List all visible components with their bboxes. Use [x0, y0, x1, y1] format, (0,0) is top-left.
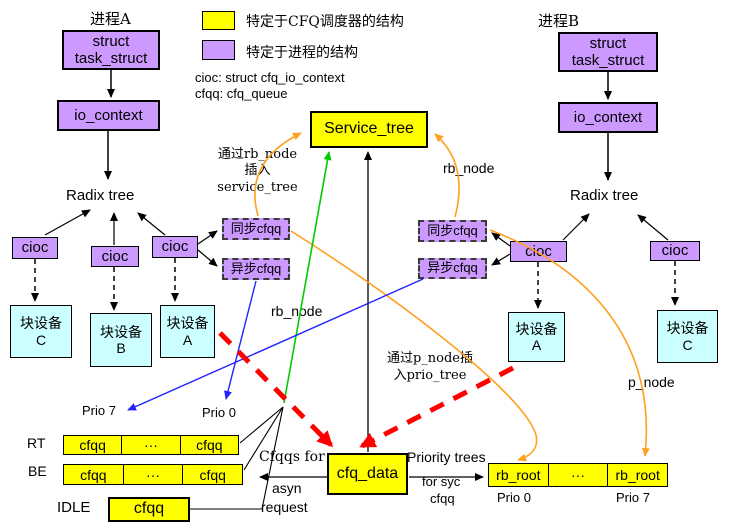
- process-b-title: 进程B: [538, 12, 580, 30]
- orange-sync-left-to-rbroot-prio0: [290, 230, 538, 462]
- blue-async-left-to-prio0: [224, 280, 257, 400]
- legend-yellow-swatch: [202, 11, 235, 30]
- legend-yellow-label: 特定于CFQ调度器的结构: [246, 14, 404, 30]
- sync-cfqq-box-left: 同步cfqq: [222, 218, 290, 240]
- async-cfqq-box-left: 异步cfqq: [222, 258, 290, 280]
- be-cell: cfqq: [199, 466, 226, 483]
- be-row: cfqq ··· cfqq: [63, 464, 243, 485]
- prio7-label-right: Prio 7: [616, 490, 650, 505]
- cioc-box-a2: cioc: [91, 246, 139, 267]
- legend-abbr-cioc: cioc: struct cfq_io_context: [195, 70, 345, 85]
- sync-cfqq-box-right: 同步cfqq: [418, 220, 487, 242]
- rt-label: RT: [27, 435, 46, 451]
- cioc-box-b1: cioc: [510, 241, 567, 262]
- prio0-label-left: Prio 0: [202, 405, 236, 420]
- cioc-box-a1: cioc: [12, 237, 58, 259]
- arrow-ciocb1-to-radix-b: [562, 213, 590, 241]
- arrow-ciocb2-to-radix-b: [637, 214, 669, 241]
- io-context-box-a: io_context: [57, 100, 160, 131]
- rt-cell-dots: ···: [122, 436, 181, 454]
- rt-row: cfqq ··· cfqq: [63, 435, 239, 455]
- radix-tree-label-a: Radix tree: [66, 187, 135, 204]
- annotation-rb-node-right: rb_node: [443, 160, 495, 176]
- annotation-asyn: asyn: [272, 480, 302, 496]
- annotation-p-node: p_node: [628, 374, 675, 390]
- be-cell-dots: ···: [124, 465, 184, 484]
- annotation-for-syc: for syc: [422, 474, 461, 489]
- arrow-cioc3-to-radix-a: [137, 212, 166, 236]
- prio7-label-left: Prio 7: [82, 403, 116, 418]
- annotation-insert-prio-tree: 通过p_node插 入prio_tree: [386, 351, 474, 383]
- task-struct-box-b: struct task_struct: [558, 32, 658, 72]
- annotation-rb-node-center: rb_node: [271, 303, 323, 319]
- task-struct-box-a: struct task_struct: [62, 30, 160, 70]
- be-label: BE: [28, 463, 47, 479]
- rb-root-cell: rb_root: [489, 464, 549, 486]
- rb-root-row: rb_root ··· rb_root: [488, 463, 668, 487]
- io-context-box-b: io_context: [558, 102, 658, 133]
- rt-cell: cfqq: [196, 437, 223, 453]
- cioc-box-b2: cioc: [650, 241, 700, 261]
- red-blocka-left-to-cfqdata: [218, 331, 334, 448]
- rb-root-cell: rb_root: [615, 467, 660, 483]
- cfq-data-box: cfq_data: [327, 453, 408, 495]
- process-a-title: 进程A: [90, 10, 131, 28]
- arrow-ciocb1-to-async-cfqq: [491, 253, 511, 266]
- arrow-cioc3-to-async-cfqq: [197, 249, 218, 267]
- annotation-cfqqs-for: Cfqqs for: [259, 449, 325, 465]
- rt-cell: cfqq: [64, 436, 123, 454]
- legend-purple-swatch: [202, 40, 235, 60]
- idle-label: IDLE: [57, 499, 91, 516]
- legend-purple-label: 特定于进程的结构: [246, 45, 358, 61]
- arrow-ciocb1-to-sync-cfqq: [491, 232, 511, 247]
- prio0-label-right: Prio 0: [497, 490, 531, 505]
- be-cell: cfqq: [64, 465, 124, 484]
- annotation-insert-service-tree: 通过rb_node 插入 service_tree: [217, 147, 298, 195]
- arrow-cioc3-to-sync-cfqq: [197, 230, 218, 245]
- legend-abbr-cfqq: cfqq: cfq_queue: [195, 86, 288, 101]
- idle-cfqq-box: cfqq: [108, 497, 190, 522]
- service-tree-box: Service_tree: [310, 111, 428, 148]
- rb-root-cell-dots: ···: [549, 464, 609, 486]
- annotation-cfqq-word: cfqq: [430, 491, 455, 506]
- annotation-request: request: [261, 499, 308, 515]
- radix-tree-label-b: Radix tree: [570, 187, 639, 204]
- line-rt-to-junction: [239, 406, 284, 444]
- cioc-box-a3: cioc: [152, 236, 198, 258]
- async-cfqq-box-right: 异步cfqq: [418, 258, 487, 279]
- arrow-cioc1-to-radix-a: [44, 209, 91, 236]
- annotation-priority-trees: Priority trees: [407, 449, 486, 465]
